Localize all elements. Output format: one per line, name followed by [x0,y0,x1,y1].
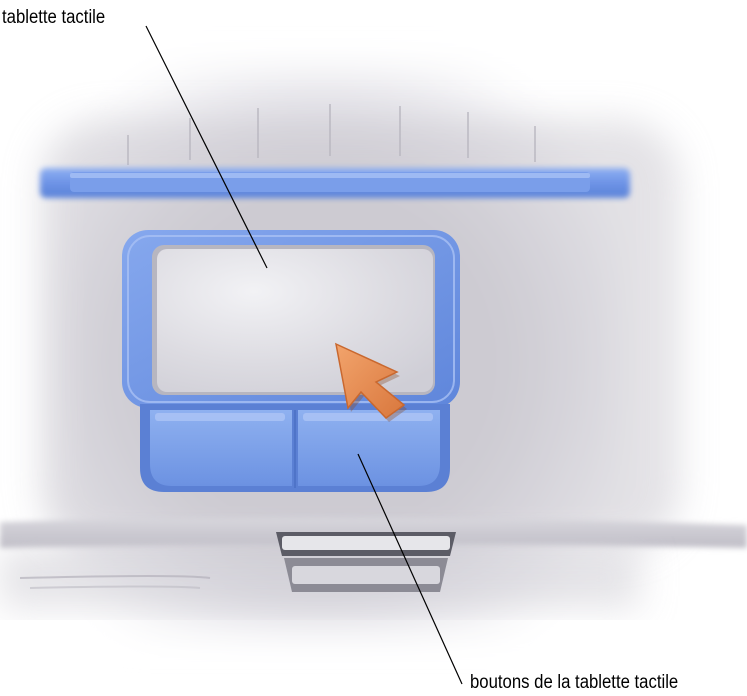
left-button [150,410,292,486]
leader-lines [145,25,463,685]
touchpad-buttons [140,404,450,492]
right-button [298,410,440,486]
leader-line-touchpad [145,25,268,269]
leader-line-touchpad-buttons [357,453,463,685]
display-latch [276,532,456,592]
blue-accent-strip [40,168,630,198]
cursor-arrow-icon [334,342,407,422]
callout-label-touchpad-buttons: boutons de la tablette tactile [470,672,679,693]
keyboard-edge [127,104,536,165]
callout-label-touchpad: tablette tactile [2,7,106,28]
